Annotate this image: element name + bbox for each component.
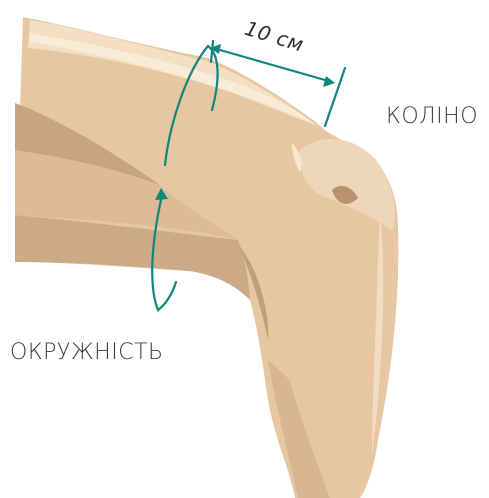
- leg-shape: [15, 17, 398, 498]
- knee-label: КОЛІНО: [386, 104, 478, 129]
- circumference-label: ОКРУЖНІСТЬ: [10, 340, 164, 365]
- distance-tick-right: [325, 68, 345, 126]
- arrow-head-right: [323, 76, 335, 87]
